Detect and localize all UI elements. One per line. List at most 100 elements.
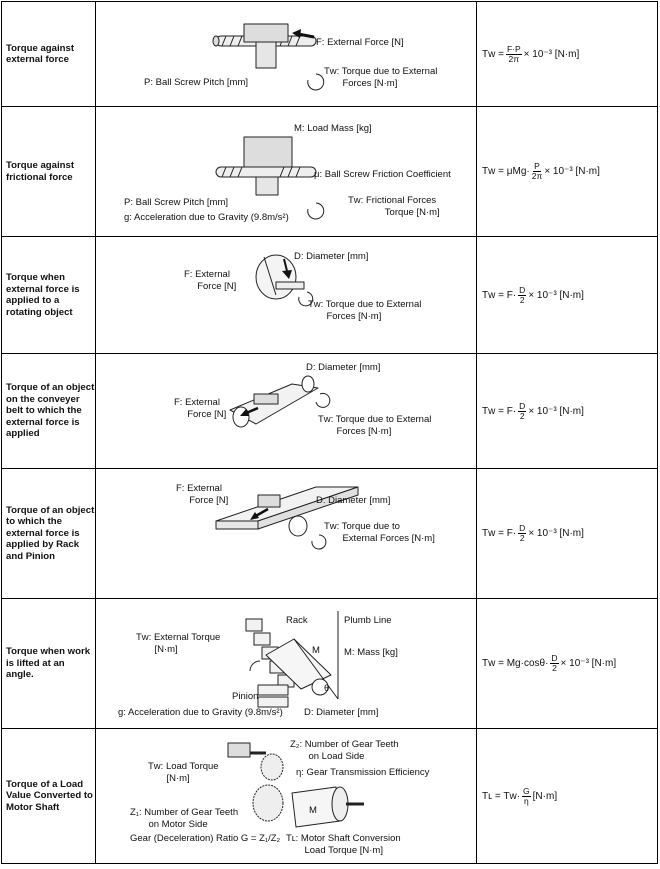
formula-lhs: Tᴡ = F· <box>482 405 517 417</box>
gear-train-diagram <box>227 742 364 828</box>
denominator: 2π <box>508 53 520 64</box>
row-label: Torque of a Load Value Converted to Moto… <box>1 728 96 864</box>
table-row: Torque against frictional force M: Load … <box>1 106 658 237</box>
formula-rhs: × 10⁻³ [N·m] <box>523 48 580 60</box>
formula-lhs: Tᴡ = μMg· <box>482 166 530 177</box>
numerator: D <box>518 400 527 412</box>
diameter-label: D: Diameter [mm] <box>294 251 369 262</box>
row-label: Torque against external force <box>1 1 96 107</box>
diagram-cell: M: Load Mass [kg] μ: Ball Screw Friction… <box>95 106 477 237</box>
formula-lhs: Tᴡ = Mg·cosθ· <box>482 658 549 669</box>
motor-label: M <box>309 805 317 816</box>
table-row: Torque of an object to which the externa… <box>1 468 658 599</box>
diameter-label: D: Diameter [mm] <box>304 707 379 718</box>
friction-diagram <box>215 136 325 220</box>
table-row: Torque of an object on the conveyer belt… <box>1 353 658 469</box>
diameter-label: D: Diameter [mm] <box>316 495 391 506</box>
torque-label: Tᴡ: Torque due to External Forces [N·m] <box>318 414 432 437</box>
pitch-label: P: Ball Screw Pitch [mm] <box>144 77 248 88</box>
numerator: G <box>522 785 531 797</box>
gravity-label: g: Acceleration due to Gravity (9.8m/s²) <box>124 212 289 223</box>
torque-label: Tᴡ: Load Torque [N·m] <box>148 761 219 784</box>
conveyor-diagram <box>229 375 331 428</box>
diagram-cell: D: Diameter [mm] F: External Force [N] T… <box>95 236 477 354</box>
tl-label: Tʟ: Motor Shaft Conversion Load Torque [… <box>286 833 401 856</box>
gravity-label: g: Acceleration due to Gravity (9.8m/s²) <box>118 707 283 718</box>
force-label: F: External Force [N] <box>184 269 237 292</box>
formula-rhs: [N·m] <box>532 790 558 802</box>
table-row: Torque of a Load Value Converted to Moto… <box>1 728 658 864</box>
efficiency-label: η: Gear Transmission Efficiency <box>296 767 430 778</box>
row-label: Torque of an object to which the externa… <box>1 468 96 599</box>
diagram-cell: D: Diameter [mm] F: External Force [N] T… <box>95 353 477 469</box>
rotating-object-diagram <box>255 254 314 307</box>
pitch-label: P: Ball Screw Pitch [mm] <box>124 197 228 208</box>
numerator: D <box>518 523 527 534</box>
table-row: Torque against external force F: Externa… <box>1 1 658 107</box>
torque-label: Tᴡ: Frictional Forces Torque [N·m] <box>348 195 440 218</box>
diagram-cell: F: External Force [N] P: Ball Screw Pitc… <box>95 1 477 107</box>
numerator: F·P <box>505 43 522 55</box>
diagram-cell: F: External Force [N] D: Diameter [mm] T… <box>95 468 477 599</box>
denominator: 2 <box>552 663 557 673</box>
rack-label: Rack <box>286 615 308 626</box>
denominator: 2 <box>519 533 525 543</box>
formula-rhs: × 10⁻³ [N·m] <box>528 528 584 539</box>
torque-label: Tᴡ: Torque due to External Forces [N·m] <box>308 299 422 322</box>
formula-lhs: Tᴡ = <box>482 48 504 60</box>
denominator: η <box>523 795 529 806</box>
row-label: Torque when work is lifted at an angle. <box>1 598 96 729</box>
row-label: Torque of an object on the conveyer belt… <box>1 353 96 469</box>
numerator: D <box>518 284 527 296</box>
mass-short-label: M <box>312 645 320 656</box>
ratio-label: Gear (Deceleration) Ratio G = Z₁/Z₂ <box>130 833 281 844</box>
torque-label: Tᴡ: Torque due to External Forces [N·m] <box>324 66 438 89</box>
formula-rhs: × 10⁻³ [N·m] <box>528 405 584 417</box>
torque-label: Tᴡ: External Torque [N·m] <box>136 632 221 655</box>
denominator: 2π <box>531 171 543 181</box>
formula-lhs: Tᴡ = F· <box>482 289 517 301</box>
mass-label: M: Mass [kg] <box>344 647 398 658</box>
formula-lhs: Tᴡ = F· <box>482 528 517 539</box>
row-label: Torque against frictional force <box>1 106 96 237</box>
row-label: Torque when external force is applied to… <box>1 236 96 354</box>
diagram-cell: Rack Plumb Line Tᴡ: External Torque [N·m… <box>95 598 477 729</box>
z2-label: Z₂: Number of Gear Teeth on Load Side <box>290 739 399 762</box>
formula-rhs: × 10⁻³ [N·m] <box>544 166 600 177</box>
force-label: F: External Force [N] <box>176 483 229 506</box>
formula-lhs: Tʟ = Tᴡ· <box>482 790 521 802</box>
formula-rhs: × 10⁻³ [N·m] <box>560 658 617 669</box>
denominator: 2 <box>519 410 525 421</box>
plumb-label: Plumb Line <box>344 615 392 626</box>
force-label: F: External Force [N] <box>174 397 227 420</box>
diameter-label: D: Diameter [mm] <box>306 362 381 373</box>
denominator: 2 <box>519 294 525 305</box>
pinion-label: Pinion <box>232 691 259 702</box>
torque-label: Tᴡ: Torque due to External Forces [N·m] <box>324 521 435 544</box>
numerator: P <box>533 161 541 172</box>
force-label: F: External Force [N] <box>316 37 404 48</box>
mass-label: M: Load Mass [kg] <box>294 123 372 134</box>
diagram-cell: Z₂: Number of Gear Teeth on Load Side η:… <box>95 728 477 864</box>
z1-label: Z₁: Number of Gear Teeth on Motor Side <box>130 807 239 830</box>
